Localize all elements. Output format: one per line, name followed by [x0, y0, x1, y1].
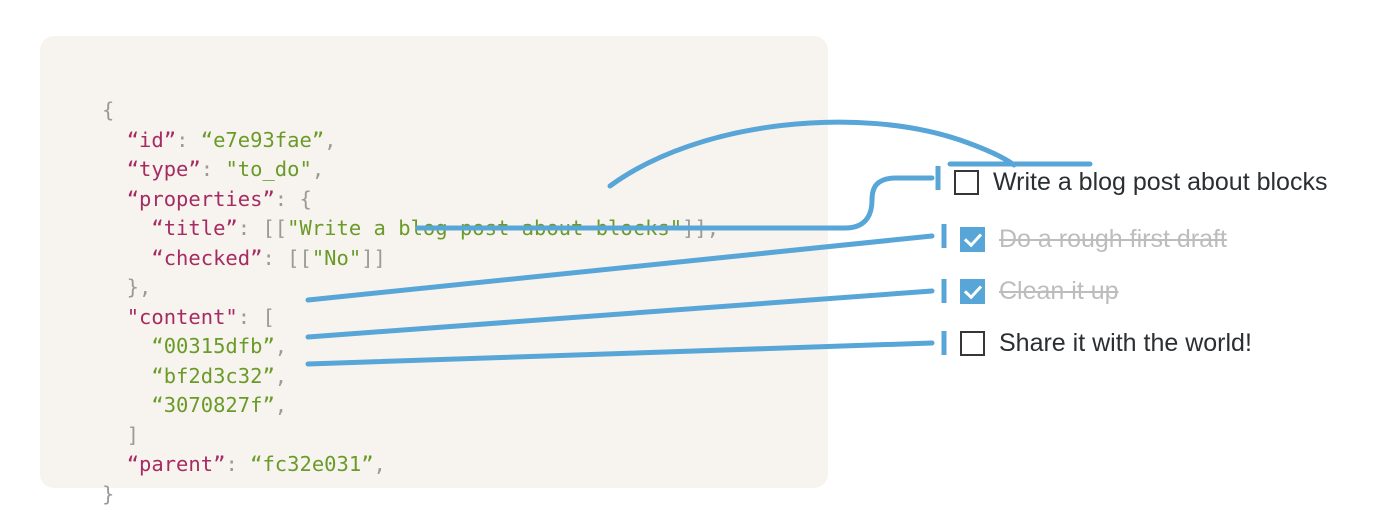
checkbox-unchecked-icon[interactable]: [954, 169, 979, 195]
todo-item[interactable]: Share it with the world!: [914, 326, 1252, 360]
todo-item[interactable]: Write a blog post about blocks: [908, 165, 1327, 199]
code-line: “type”: "to_do",: [126, 157, 325, 181]
code-line: “00315dfb”,: [151, 334, 288, 358]
checkbox-unchecked-icon[interactable]: [960, 330, 985, 356]
code-line: {: [102, 98, 115, 122]
todo-item[interactable]: Clean it up: [914, 274, 1119, 308]
code-line: "content": [: [126, 304, 275, 329]
code-line: },: [102, 275, 152, 299]
code-line: “title”: [["Write a blog post about bloc…: [151, 216, 720, 240]
todo-label: Write a blog post about blocks: [993, 167, 1328, 196]
code-line: “properties”: {: [126, 186, 312, 211]
todo-item[interactable]: Do a rough first draft: [914, 222, 1227, 256]
json-code-panel: { “id”: “e7e93fae”, “type”: "to_do", “pr…: [40, 36, 828, 506]
code-line: “id”: “e7e93fae”,: [126, 127, 337, 152]
json-code-text: { “id”: “e7e93fae”, “type”: "to_do", “pr…: [102, 96, 719, 509]
checkbox-checked-icon[interactable]: [960, 278, 985, 304]
todo-label: Share it with the world!: [999, 328, 1252, 357]
checkbox-checked-icon[interactable]: [960, 226, 985, 252]
code-line: ]: [102, 422, 140, 447]
code-line: “checked”: [["No"]]: [151, 245, 386, 270]
code-line: “bf2d3c32”,: [151, 363, 288, 388]
todo-label: Do a rough first draft: [999, 224, 1227, 253]
code-line: }: [102, 481, 115, 506]
todo-label: Clean it up: [999, 276, 1119, 305]
code-line: “parent”: “fc32e031”,: [126, 452, 386, 476]
code-line: “3070827f”,: [151, 393, 288, 417]
